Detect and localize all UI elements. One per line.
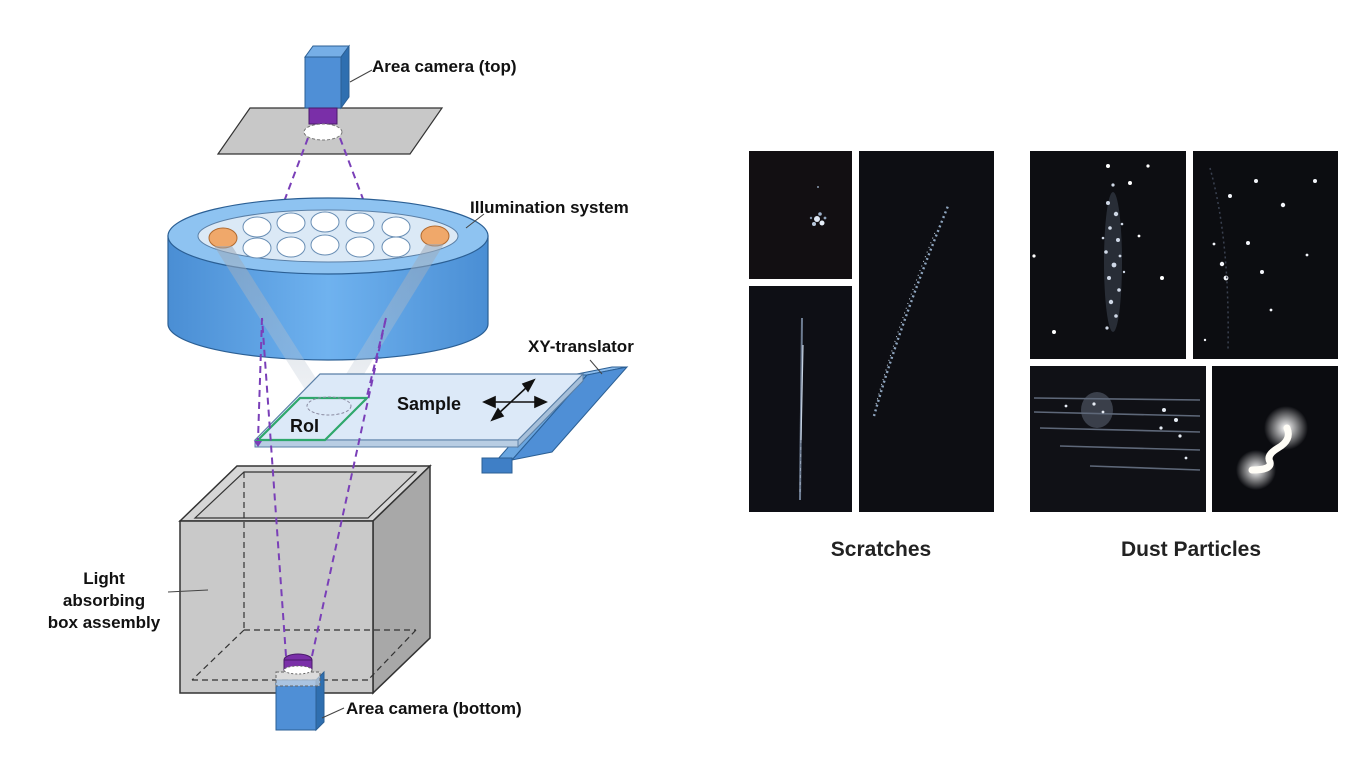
label-sample: Sample <box>397 394 461 414</box>
label-illumination-system: Illumination system <box>470 198 629 217</box>
caption-dust-particles: Dust Particles <box>1121 538 1261 561</box>
scratch-3-line <box>872 205 950 417</box>
dust-2-particles <box>1203 179 1317 342</box>
bottom-camera-view-cone <box>257 317 387 657</box>
dust-image-1 <box>1030 151 1186 359</box>
dust-group: Dust Particles <box>1030 151 1338 561</box>
sample-slide <box>253 372 585 449</box>
top-camera-aperture <box>303 123 343 141</box>
light-absorbing-box <box>178 464 432 695</box>
scratch-image-1 <box>749 151 852 279</box>
caption-scratches: Scratches <box>831 538 931 561</box>
dust-3-particles <box>1033 392 1201 471</box>
top-camera-lens <box>308 107 338 125</box>
dust-4-fibre <box>1236 406 1308 490</box>
label-area-camera-top: Area camera (top) <box>372 57 517 76</box>
led-array <box>242 211 411 259</box>
scratches-group: Scratches <box>749 151 994 561</box>
illumination-ring <box>167 197 489 361</box>
label-area-camera-bottom: Area camera (bottom) <box>346 699 522 718</box>
led-active-right <box>420 225 450 247</box>
leader-illumination <box>465 213 485 229</box>
leader-light-box <box>167 589 209 593</box>
label-roi: RoI <box>290 416 319 436</box>
label-light-box-line1: Light <box>83 569 125 588</box>
setup-diagram: Area camera (top) <box>48 44 634 732</box>
label-light-box-line3: box assembly <box>48 613 161 632</box>
motion-arrows <box>482 378 548 422</box>
bottom-camera <box>275 653 325 732</box>
leader-top-camera <box>349 69 373 83</box>
led-active-left <box>208 227 238 249</box>
dust-1-bright-spots <box>1032 164 1164 334</box>
scratch-1-cluster <box>809 186 827 226</box>
dust-image-2 <box>1193 151 1338 359</box>
scratch-image-3 <box>859 151 994 512</box>
label-xy-translator: XY-translator <box>528 337 634 356</box>
light-beam-left <box>214 246 336 410</box>
cone-tip-marker <box>254 441 262 447</box>
dust-image-3 <box>1030 366 1206 512</box>
scratch-2-line <box>799 317 804 501</box>
top-camera <box>303 44 350 141</box>
dust-1-particles <box>1101 183 1126 332</box>
roi-region <box>255 396 370 442</box>
leader-bottom-camera <box>321 707 345 719</box>
leader-xy-translator <box>589 359 603 375</box>
defect-gallery: Scratches <box>749 151 1338 561</box>
label-light-box-line2: absorbing <box>63 591 145 610</box>
